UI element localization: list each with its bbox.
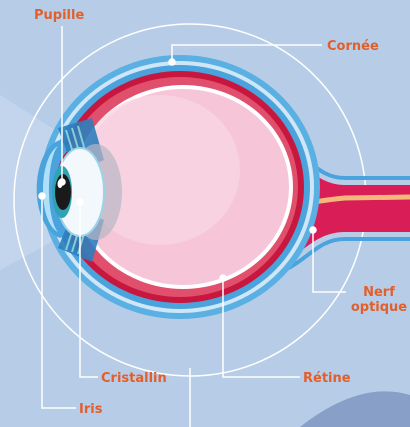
label-cristallin: Cristallin bbox=[101, 371, 167, 386]
leader-dot bbox=[77, 199, 83, 205]
background-shape bbox=[300, 391, 410, 427]
label-retine: Rétine bbox=[303, 371, 351, 386]
leader-dot bbox=[39, 193, 45, 199]
leader-dot bbox=[169, 59, 175, 65]
leader-dot bbox=[310, 227, 316, 233]
label-cornee: Cornée bbox=[327, 39, 379, 54]
leader-dot bbox=[220, 275, 226, 281]
label-pupille: Pupille bbox=[34, 8, 84, 23]
label-iris: Iris bbox=[79, 402, 102, 417]
leader-dot bbox=[59, 179, 65, 185]
label-nerf-line2: optique bbox=[349, 300, 409, 315]
label-nerf-optique: Nerf optique bbox=[349, 285, 409, 315]
label-nerf-line1: Nerf bbox=[349, 285, 409, 300]
